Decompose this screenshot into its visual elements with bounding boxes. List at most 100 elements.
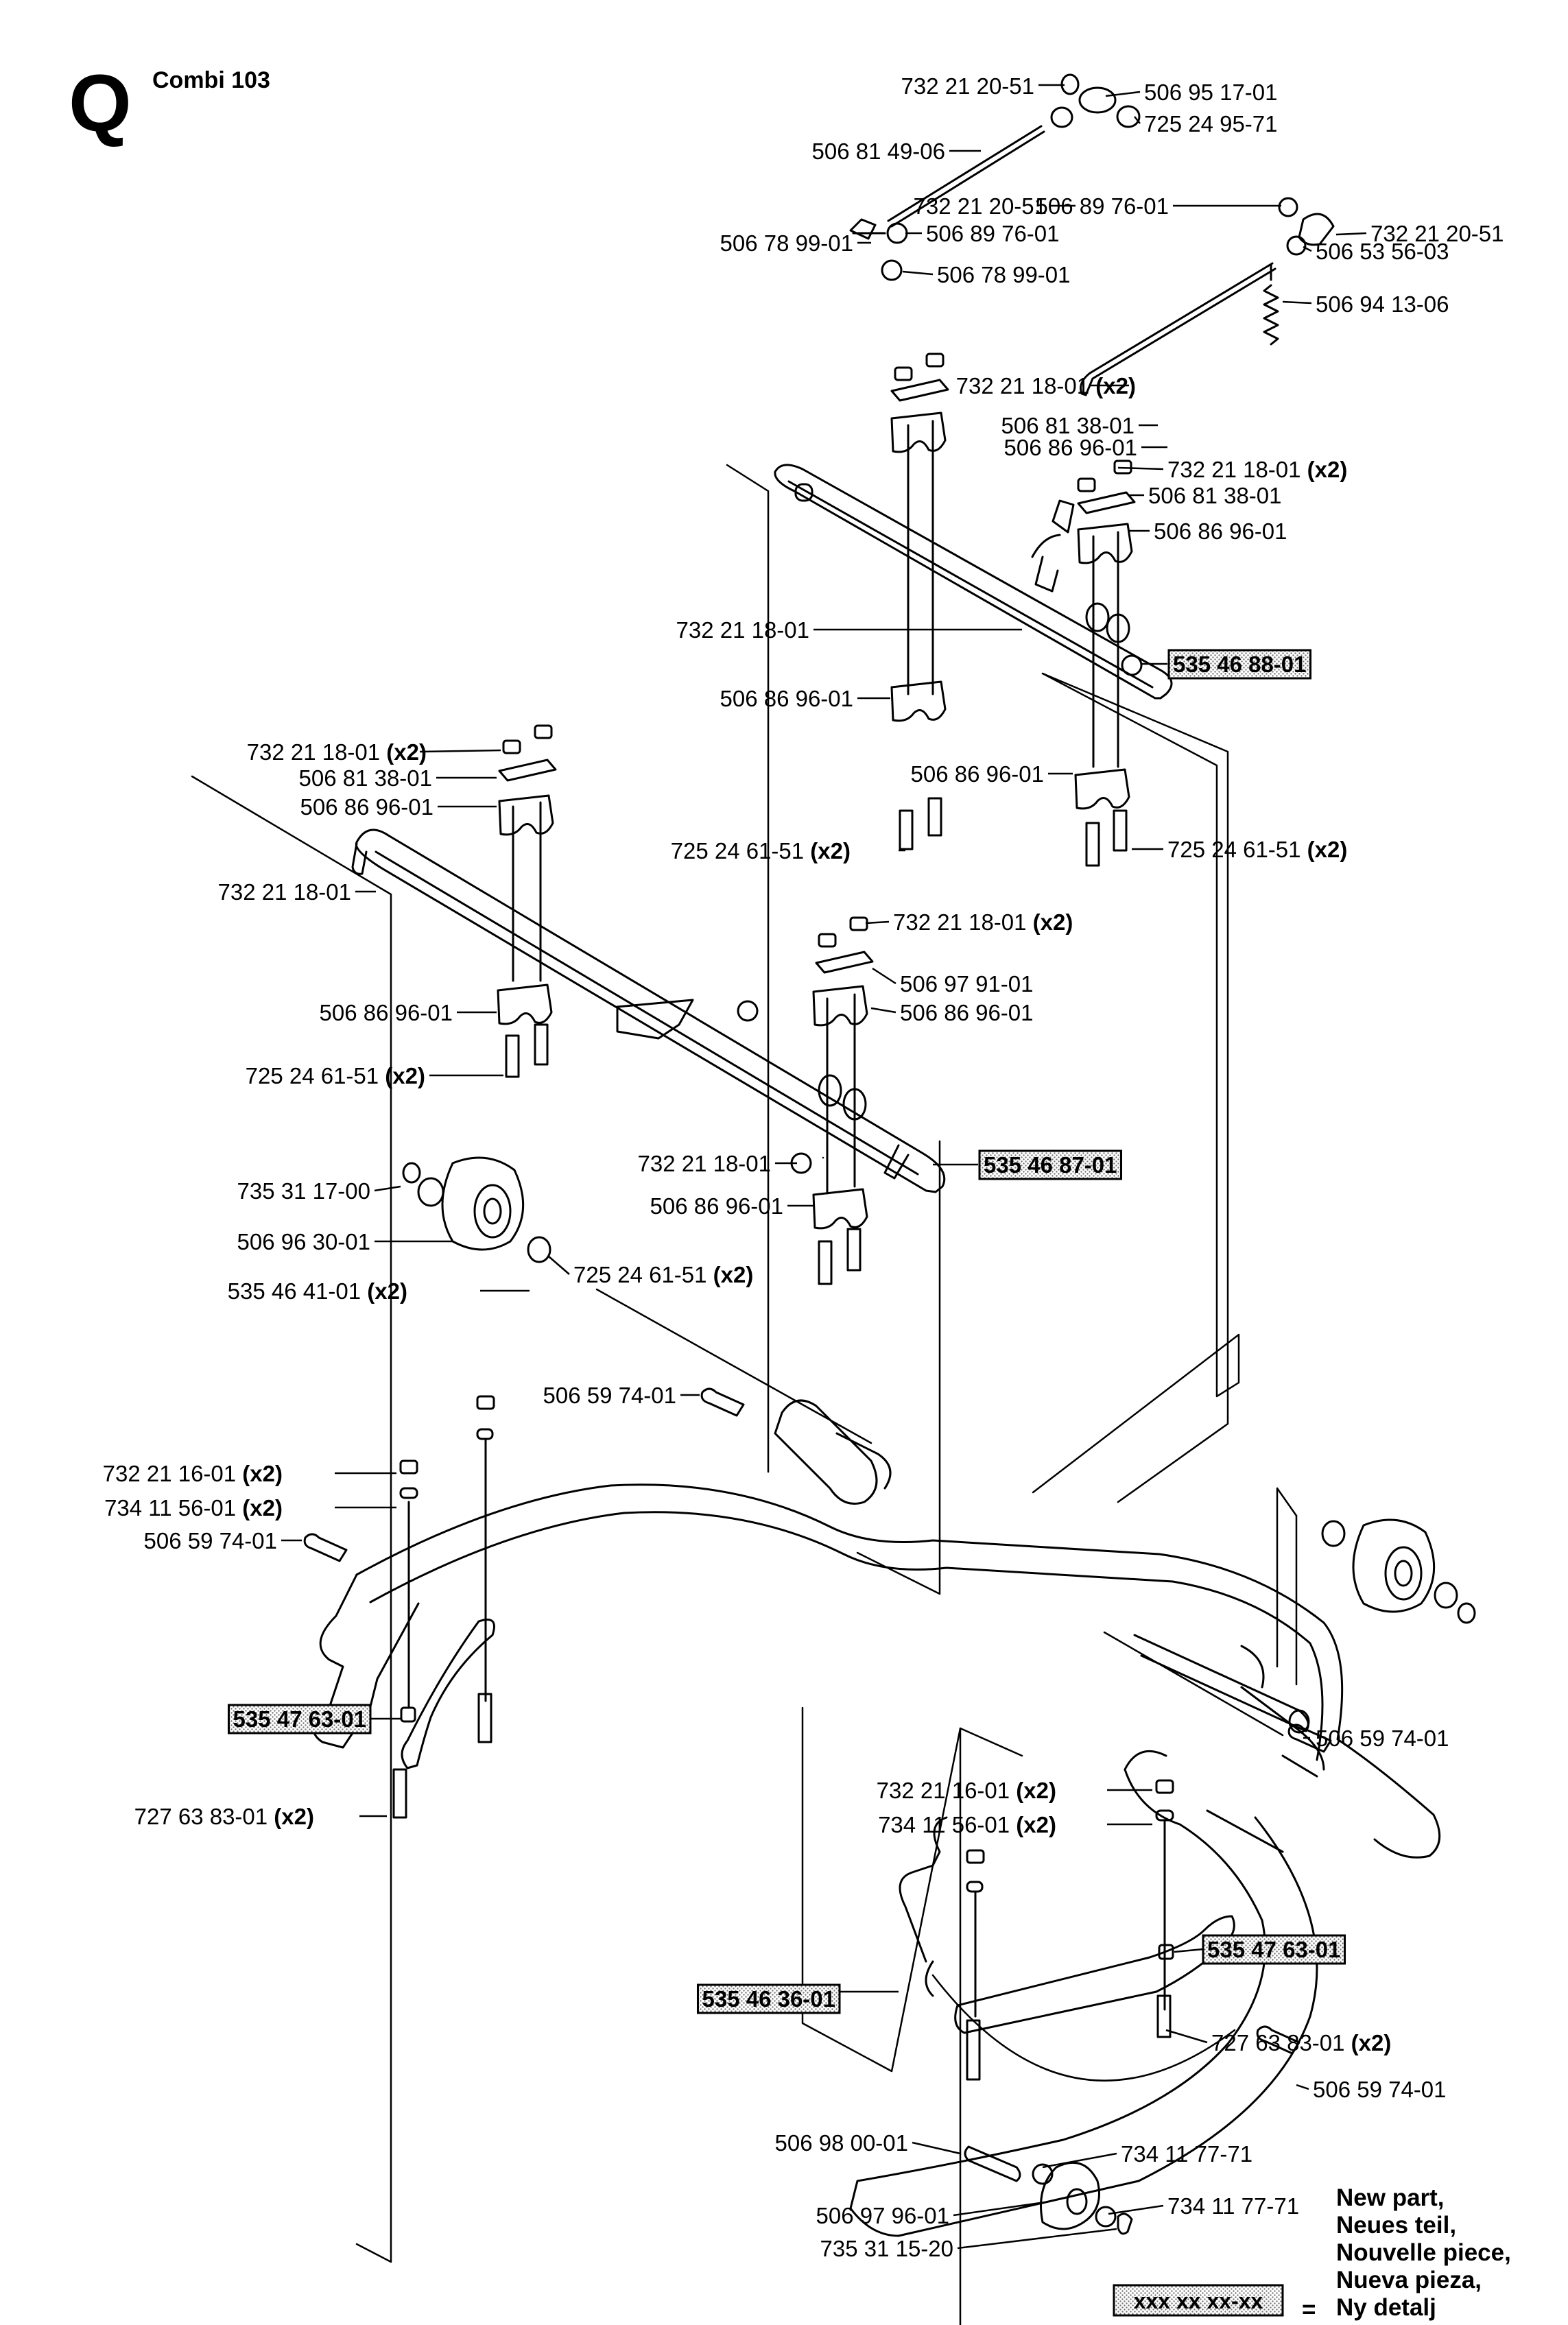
leader-line [1165, 2029, 1208, 2044]
upper-crossbar [774, 464, 1173, 700]
legend-sample-code: xxx xx xx-xx [1134, 2289, 1263, 2313]
part-number: 727 63 83-01 (x2) [1211, 2030, 1391, 2055]
leader-line [902, 270, 934, 276]
new-part-box [1167, 649, 1312, 680]
section-letter: Q [69, 58, 132, 149]
diagram-title: Combi 103 [152, 67, 270, 93]
leader-line [865, 920, 890, 925]
legend-text: New part, Neues teil, Nouvelle piece, Nu… [1336, 2184, 1511, 2322]
right-roller [1321, 1518, 1476, 1624]
quantity: (x2) [361, 1278, 407, 1304]
part-number: 506 95 17-01 [1144, 80, 1278, 105]
part-number: 735 31 15-20 [820, 2236, 953, 2261]
new-part-box [978, 1149, 1123, 1180]
part-number: 727 63 83-01 (x2) [134, 1804, 314, 1829]
new-part-boxes [227, 649, 1346, 2014]
part-number: 732 21 18-01 (x2) [1167, 457, 1347, 482]
part-number: 506 59 74-01 [543, 1383, 676, 1408]
front-wheel-group [964, 2145, 1133, 2235]
part-number: 506 96 30-01 [237, 1229, 370, 1254]
part-number: 506 59 74-01 [1316, 1726, 1449, 1751]
part-number: 506 78 99-01 [720, 230, 853, 256]
quantity: (x2) [1027, 909, 1073, 935]
leader-line [1105, 91, 1141, 97]
part-number: 732 21 16-01 (x2) [103, 1461, 283, 1486]
part-number: 506 59 74-01 [1313, 2077, 1447, 2102]
part-number: 732 21 18-01 (x2) [893, 909, 1073, 935]
part-number: 732 21 18-01 [217, 879, 351, 905]
part-number: 506 94 13-06 [1316, 291, 1449, 317]
quantity: (x2) [707, 1262, 754, 1287]
part-number: 732 21 18-01 [637, 1151, 771, 1176]
part-number-new: 535 46 88-01 [1173, 652, 1307, 677]
leader-line [1282, 300, 1312, 305]
leader-line [1335, 232, 1367, 236]
part-number: 732 21 20-51 [913, 193, 1047, 219]
part-number: 725 24 61-51 (x2) [671, 838, 851, 863]
part-number: 732 21 20-51 [1370, 221, 1504, 246]
part-number: 506 86 96-01 [319, 1000, 453, 1025]
part-number-new: 535 46 87-01 [984, 1152, 1117, 1178]
leader-line [1134, 116, 1141, 124]
quantity: (x2) [379, 1063, 425, 1088]
part-number: 506 81 49-06 [811, 139, 945, 164]
part-number: 732 21 20-51 [901, 73, 1034, 99]
leader-line [957, 2228, 1117, 2250]
part-number: 735 31 17-00 [237, 1178, 370, 1204]
leader-line [1042, 2152, 1117, 2169]
new-part-box [1202, 1934, 1346, 1965]
part-number: 506 81 38-01 [1001, 413, 1135, 438]
new-part-box [696, 1983, 841, 2014]
left-roller [402, 1156, 551, 1263]
part-number-new: 535 47 63-01 [233, 1706, 366, 1732]
legend-line: Nouvelle piece, [1336, 2239, 1511, 2266]
part-number: 506 98 00-01 [774, 2130, 908, 2156]
legend-line: Neues teil, [1336, 2212, 1457, 2239]
part-number: 506 81 38-01 [298, 765, 432, 791]
leader-line [374, 1185, 401, 1192]
quantity: (x2) [1301, 457, 1348, 482]
quantity: (x2) [236, 1461, 283, 1486]
part-number: 506 86 96-01 [720, 686, 853, 711]
part-number: 506 86 96-01 [300, 794, 433, 820]
quantity: (x2) [1010, 1778, 1056, 1803]
part-number: 725 24 61-51 (x2) [246, 1063, 425, 1088]
quantity: (x2) [1089, 373, 1136, 398]
part-number: 506 86 96-01 [900, 1000, 1034, 1025]
clamp-stack-upper-center [890, 353, 949, 850]
leader-line [1108, 2204, 1164, 2215]
part-number: 725 24 95-71 [1144, 111, 1278, 136]
main-frame [312, 1399, 1441, 2237]
quantity: (x2) [380, 739, 427, 765]
legend-sample: xxx xx xx-xx [1113, 2284, 1284, 2317]
leader-line [548, 1256, 570, 1275]
part-number-new: 535 46 36-01 [702, 1986, 835, 2012]
clamp-stack-lower-center [790, 916, 874, 1285]
quantity: (x2) [804, 838, 851, 863]
part-number: 506 86 96-01 [910, 761, 1044, 787]
leader-line [872, 967, 896, 985]
clamp-stack-upper-right [1074, 460, 1136, 867]
callout-labels: 732 21 20-51 506 95 17-01 725 24 95-71 506 … [103, 73, 1504, 2261]
part-number: 734 11 77-71 [1167, 2193, 1299, 2219]
leader-line [1174, 1948, 1204, 1953]
assembly-guide-lines [191, 464, 1298, 2325]
leader-line [953, 2200, 1050, 2217]
callout-leaders [281, 84, 1367, 2250]
part-number: 734 11 77-71 [1121, 2141, 1252, 2167]
part-number: 506 86 96-01 [1003, 435, 1137, 460]
part-number: 734 11 56-01 (x2) [104, 1495, 283, 1521]
part-number: 506 81 38-01 [1148, 483, 1282, 508]
right-link-rod [1080, 197, 1335, 396]
upper-linkage-rod [849, 73, 1141, 281]
part-number: 506 86 96-01 [650, 1193, 783, 1219]
quantity: (x2) [236, 1495, 283, 1521]
quantity: (x2) [1301, 837, 1348, 862]
part-number: 506 89 76-01 [926, 221, 1060, 246]
part-number: 732 21 18-01 (x2) [956, 373, 1136, 398]
leader-line [912, 2141, 961, 2155]
frame-bolts [303, 1387, 1332, 2081]
part-number: 506 97 91-01 [900, 971, 1034, 997]
